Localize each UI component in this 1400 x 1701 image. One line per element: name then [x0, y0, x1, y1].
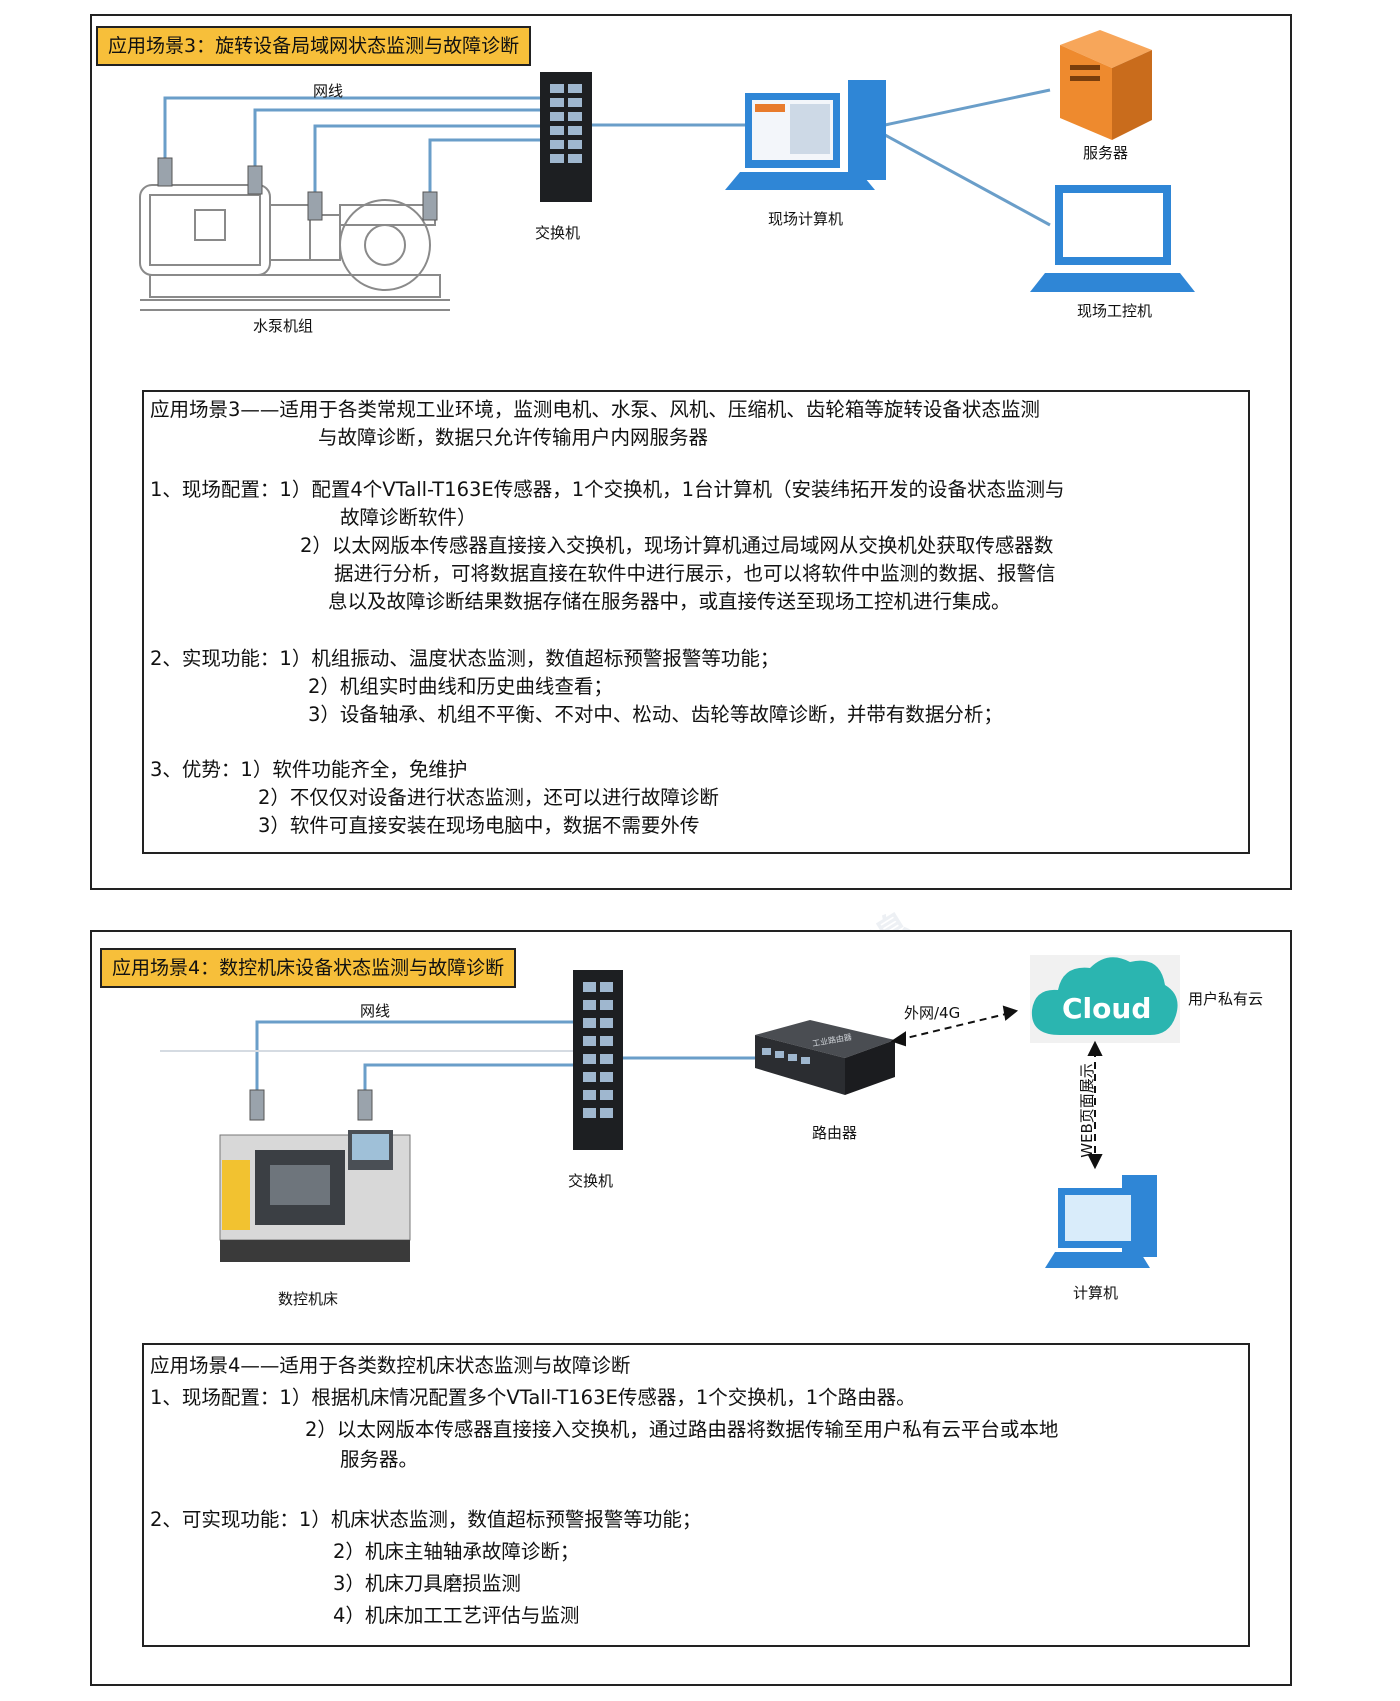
scene3-banner: 应用场景3：旋转设备局域网状态监测与故障诊断 — [96, 26, 532, 66]
server-icon — [1060, 30, 1152, 140]
config-line: 据进行分析，可将数据直接在软件中进行展示，也可以将软件中监测的数据、报警信 — [334, 562, 1056, 585]
web-dashed-arrow — [1087, 1040, 1103, 1170]
pump-unit-image — [139, 184, 450, 311]
advantage-line: 3）软件可直接安装在现场电脑中，数据不需要外传 — [258, 814, 700, 837]
sensor-icons — [157, 157, 438, 221]
config-line: 2）以太网版本传感器直接接入交换机，通过路由器将数据传输至用户私有云平台或本地 — [305, 1418, 1059, 1441]
cloud-icon — [1030, 955, 1180, 1043]
function-line: 4）机床加工工艺评估与监测 — [333, 1604, 580, 1627]
config-line: 息以及故障诊断结果数据存储在服务器中，或直接传送至现场工控机进行集成。 — [328, 590, 1011, 613]
config-line: 服务器。 — [340, 1448, 419, 1471]
scene3-description-box — [142, 390, 1250, 854]
industrial-pc-icon — [1030, 185, 1195, 292]
cnc-lathe-label: 数控机床 — [278, 1290, 339, 1308]
private-cloud-label: 用户私有云 — [1188, 990, 1264, 1008]
switch-device-icon — [540, 72, 592, 202]
wan-dashed-arrow — [890, 1005, 1019, 1047]
network-cables — [160, 1020, 755, 1090]
config-line: 2）以太网版本传感器直接接入交换机，现场计算机通过局域网从交换机处获取传感器数 — [300, 534, 1054, 557]
config-line: 1、现场配置：1）配置4个VTall-T163E传感器，1个交换机，1台计算机（… — [150, 478, 1065, 501]
sensor-icons — [249, 1089, 373, 1121]
cnc-lathe-image — [219, 1130, 411, 1262]
config-line: 故障诊断软件） — [340, 506, 477, 529]
function-line: 2、实现功能：1）机组振动、温度状态监测，数值超标预警报警等功能； — [150, 647, 780, 670]
switch-label: 交换机 — [568, 1172, 614, 1190]
cable-label: 网线 — [313, 82, 344, 100]
computer-icon — [1045, 1175, 1157, 1268]
scene4-description-box — [142, 1343, 1250, 1647]
field-computer-icon — [725, 80, 886, 190]
function-line: 2）机组实时曲线和历史曲线查看； — [308, 675, 613, 698]
computer-label: 计算机 — [1073, 1284, 1119, 1302]
advantage-line: 3、优势：1）软件功能齐全，免维护 — [150, 758, 468, 781]
desc-line: 与故障诊断，数据只允许传输用户内网服务器 — [318, 426, 709, 449]
desc-line: 应用场景3——适用于各类常规工业环境，监测电机、水泵、风机、压缩机、齿轮箱等旋转… — [150, 398, 1040, 421]
field-computer-label: 现场计算机 — [768, 210, 844, 228]
network-cables — [163, 88, 1051, 227]
cable-label: 网线 — [360, 1002, 391, 1020]
function-line: 3）设备轴承、机组不平衡、不对中、松动、齿轮等故障诊断，并带有数据分析； — [308, 703, 1003, 726]
desc-line: 应用场景4——适用于各类数控机床状态监测与故障诊断 — [150, 1354, 631, 1377]
industrial-pc-label: 现场工控机 — [1077, 302, 1153, 320]
pump-unit-label: 水泵机组 — [253, 317, 314, 335]
router-label: 路由器 — [812, 1124, 858, 1142]
function-line: 3）机床刀具磨损监测 — [333, 1572, 521, 1595]
wan-label: 外网/4G — [904, 1004, 961, 1022]
cloud-label: Cloud — [1062, 992, 1152, 1025]
switch-device-icon — [573, 970, 623, 1150]
switch-label: 交换机 — [535, 224, 581, 242]
config-line: 1、现场配置：1）根据机床情况配置多个VTall-T163E传感器，1个交换机，… — [150, 1386, 916, 1409]
function-line: 2）机床主轴轴承故障诊断； — [333, 1540, 580, 1563]
router-device-icon — [755, 1020, 895, 1095]
server-label: 服务器 — [1083, 144, 1129, 162]
web-display-label: WEB页面展示 — [1077, 1063, 1096, 1158]
advantage-line: 2）不仅仅对设备进行状态监测，还可以进行故障诊断 — [258, 786, 719, 809]
function-line: 2、可实现功能：1）机床状态监测，数值超标预警报警等功能； — [150, 1508, 702, 1531]
scene4-banner: 应用场景4：数控机床设备状态监测与故障诊断 — [100, 948, 517, 988]
